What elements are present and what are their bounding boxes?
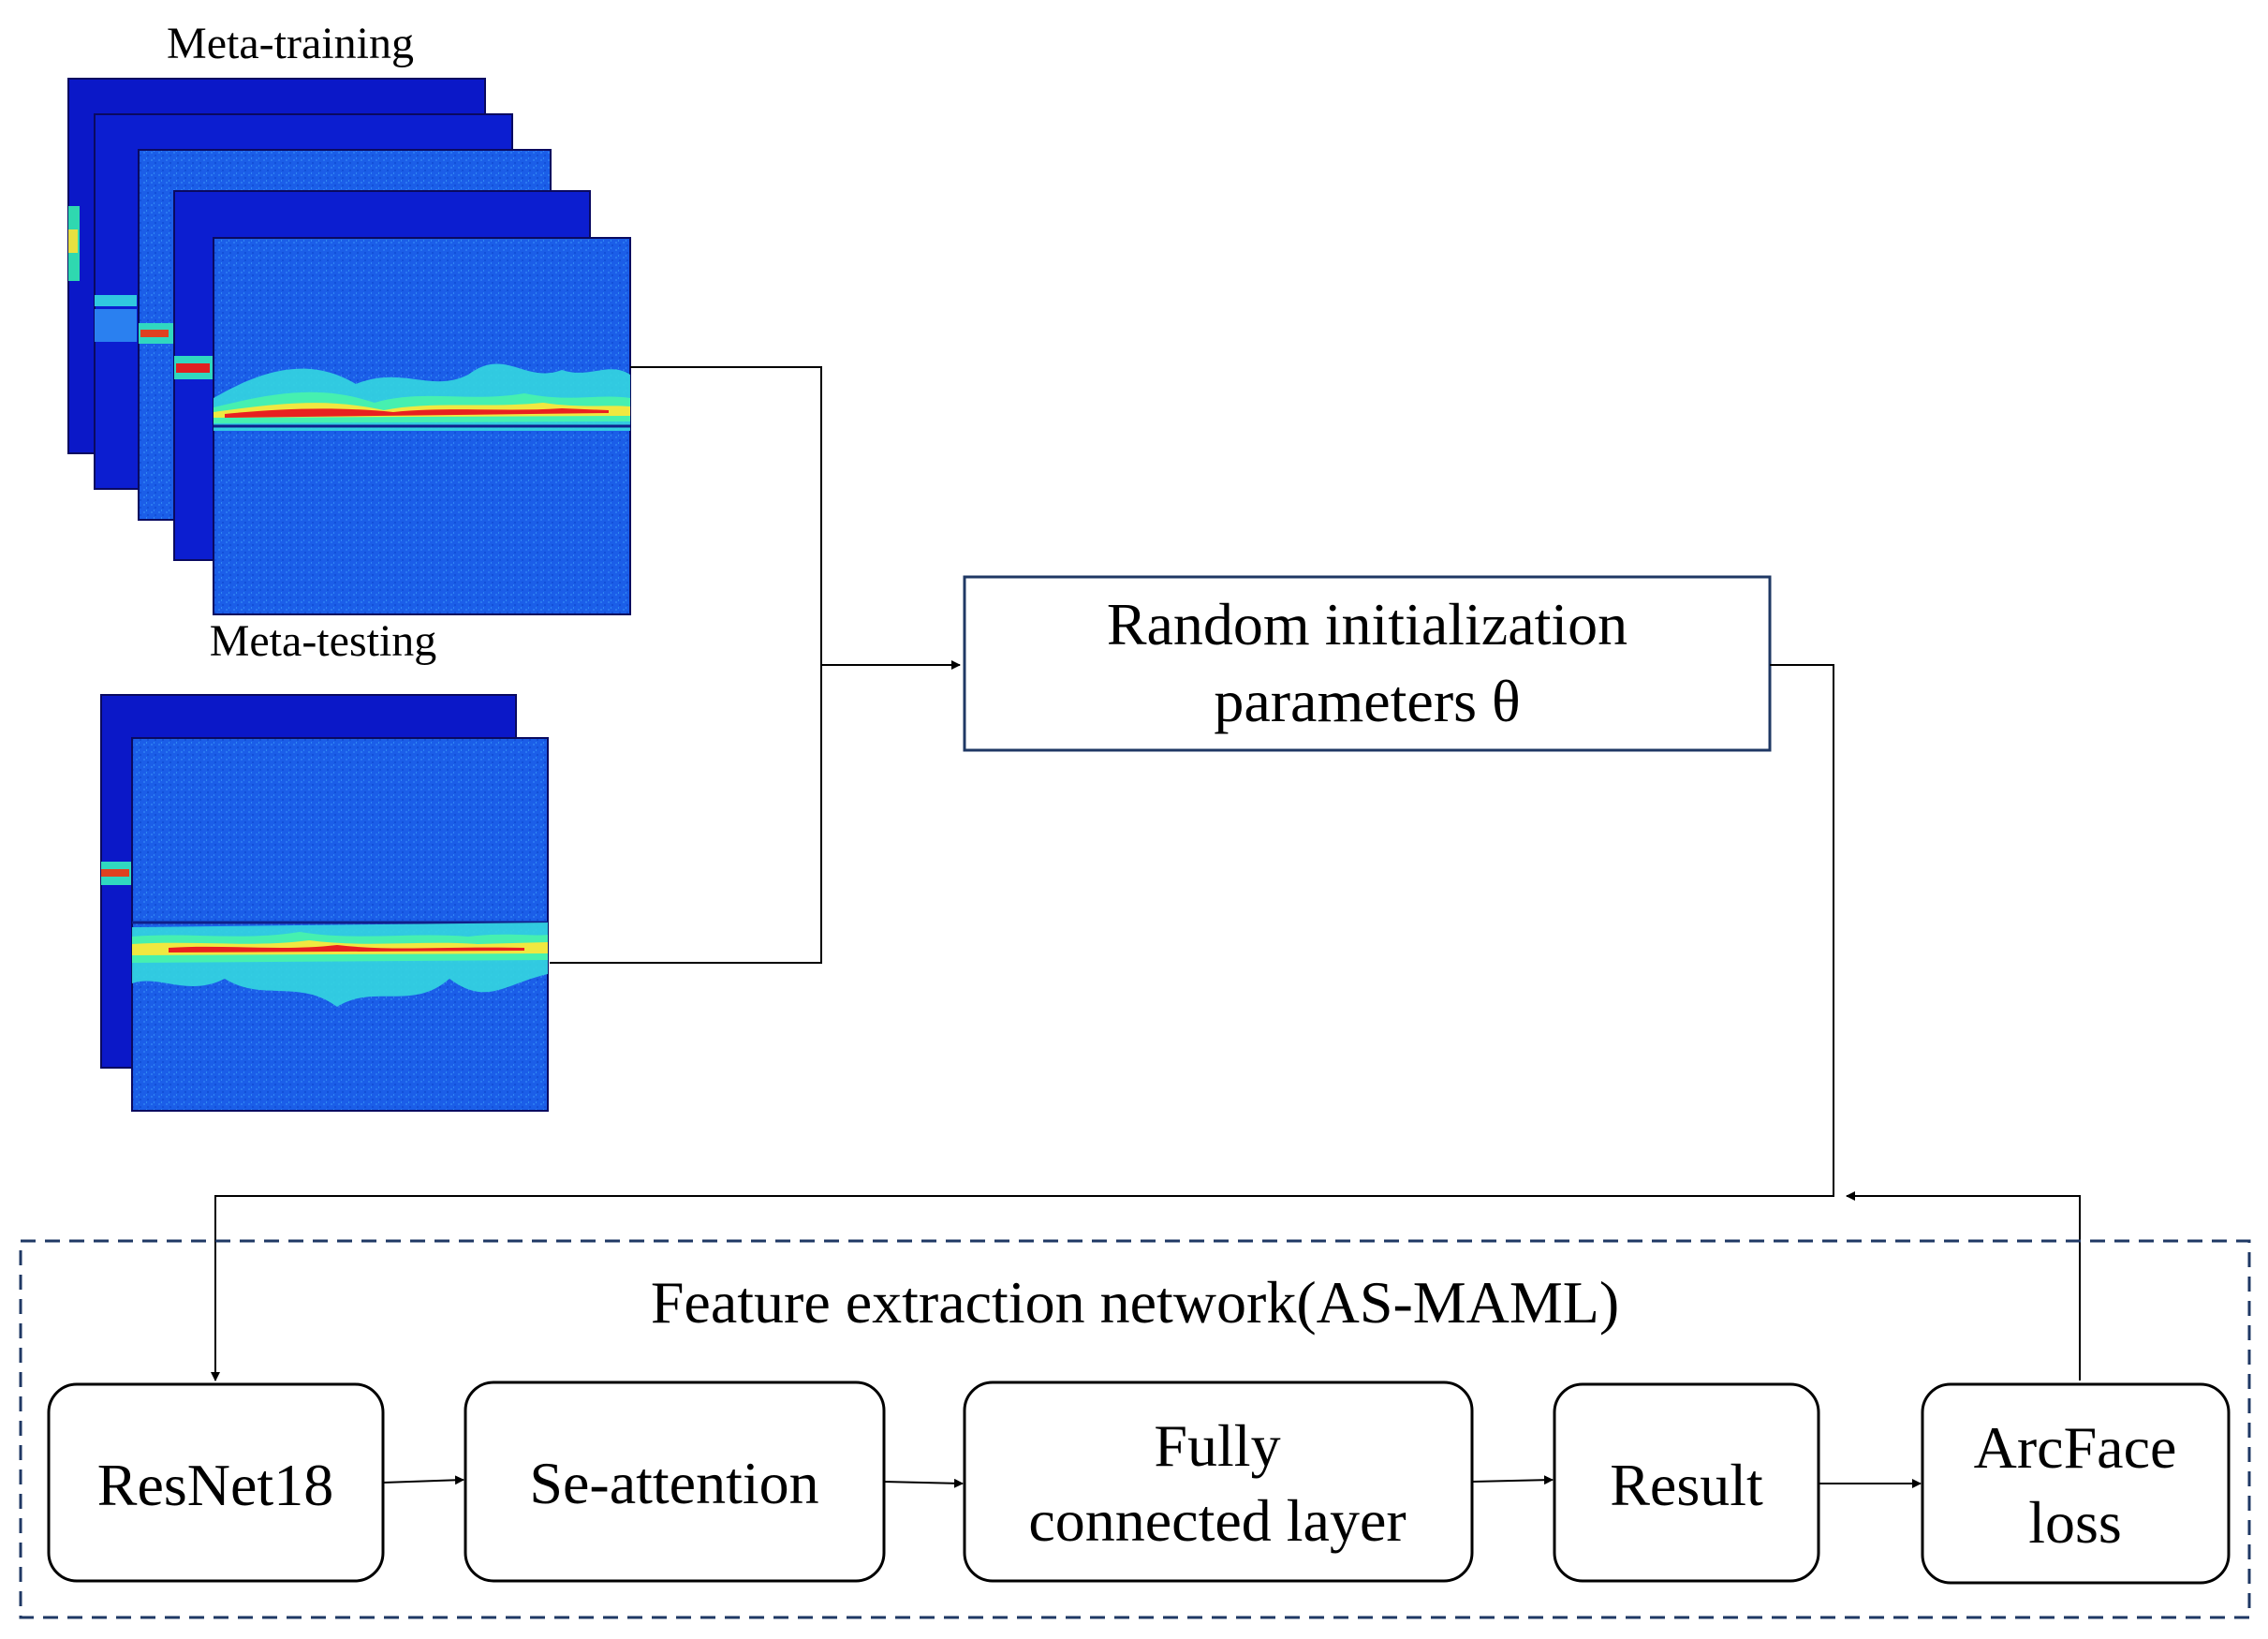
network-block-resnet18: ResNet18 <box>47 1382 385 1583</box>
init-box-line2: parameters θ <box>1214 668 1520 734</box>
arrow-right <box>382 1475 464 1485</box>
meta-training-label: Meta-training <box>167 19 414 68</box>
meta-testing-label: Meta-testing <box>210 616 437 666</box>
meta-testing-stack <box>100 694 549 1112</box>
network-block-se-attention: Se-attention <box>464 1381 886 1583</box>
block-label-line1: ArcFace <box>1974 1414 2177 1481</box>
spectrogram-image <box>131 737 549 1112</box>
feedback-connector <box>1846 1191 2081 1381</box>
block-arrows <box>382 1475 1922 1488</box>
arrow-right <box>883 1478 964 1488</box>
init-to-network-connector <box>211 664 1834 1381</box>
block-label-line2: connected layer <box>1028 1487 1406 1554</box>
network-block-result: Result <box>1553 1382 1820 1583</box>
block-label-line1: Fully <box>1154 1412 1280 1479</box>
feature-extraction-container <box>19 1239 2251 1619</box>
network-title: Feature extraction network(AS-MAML) <box>651 1269 1619 1336</box>
block-label: ResNet18 <box>97 1452 333 1518</box>
block-label: Se-attention <box>529 1450 818 1516</box>
block-label: Result <box>1610 1452 1763 1518</box>
init-box-line1: Random initialization <box>1107 591 1627 657</box>
spectrogram-image <box>213 237 631 615</box>
block-label-line2: loss <box>2028 1489 2122 1556</box>
input-connectors <box>550 366 961 964</box>
init-parameters-box: Random initialization parameters θ <box>963 575 1772 752</box>
arrow-right <box>1471 1475 1554 1485</box>
meta-training-stack <box>67 78 631 615</box>
network-block-fully-connected: Fully connected layer <box>963 1381 1474 1583</box>
network-block-arcface-loss: ArcFace loss <box>1921 1382 2231 1585</box>
